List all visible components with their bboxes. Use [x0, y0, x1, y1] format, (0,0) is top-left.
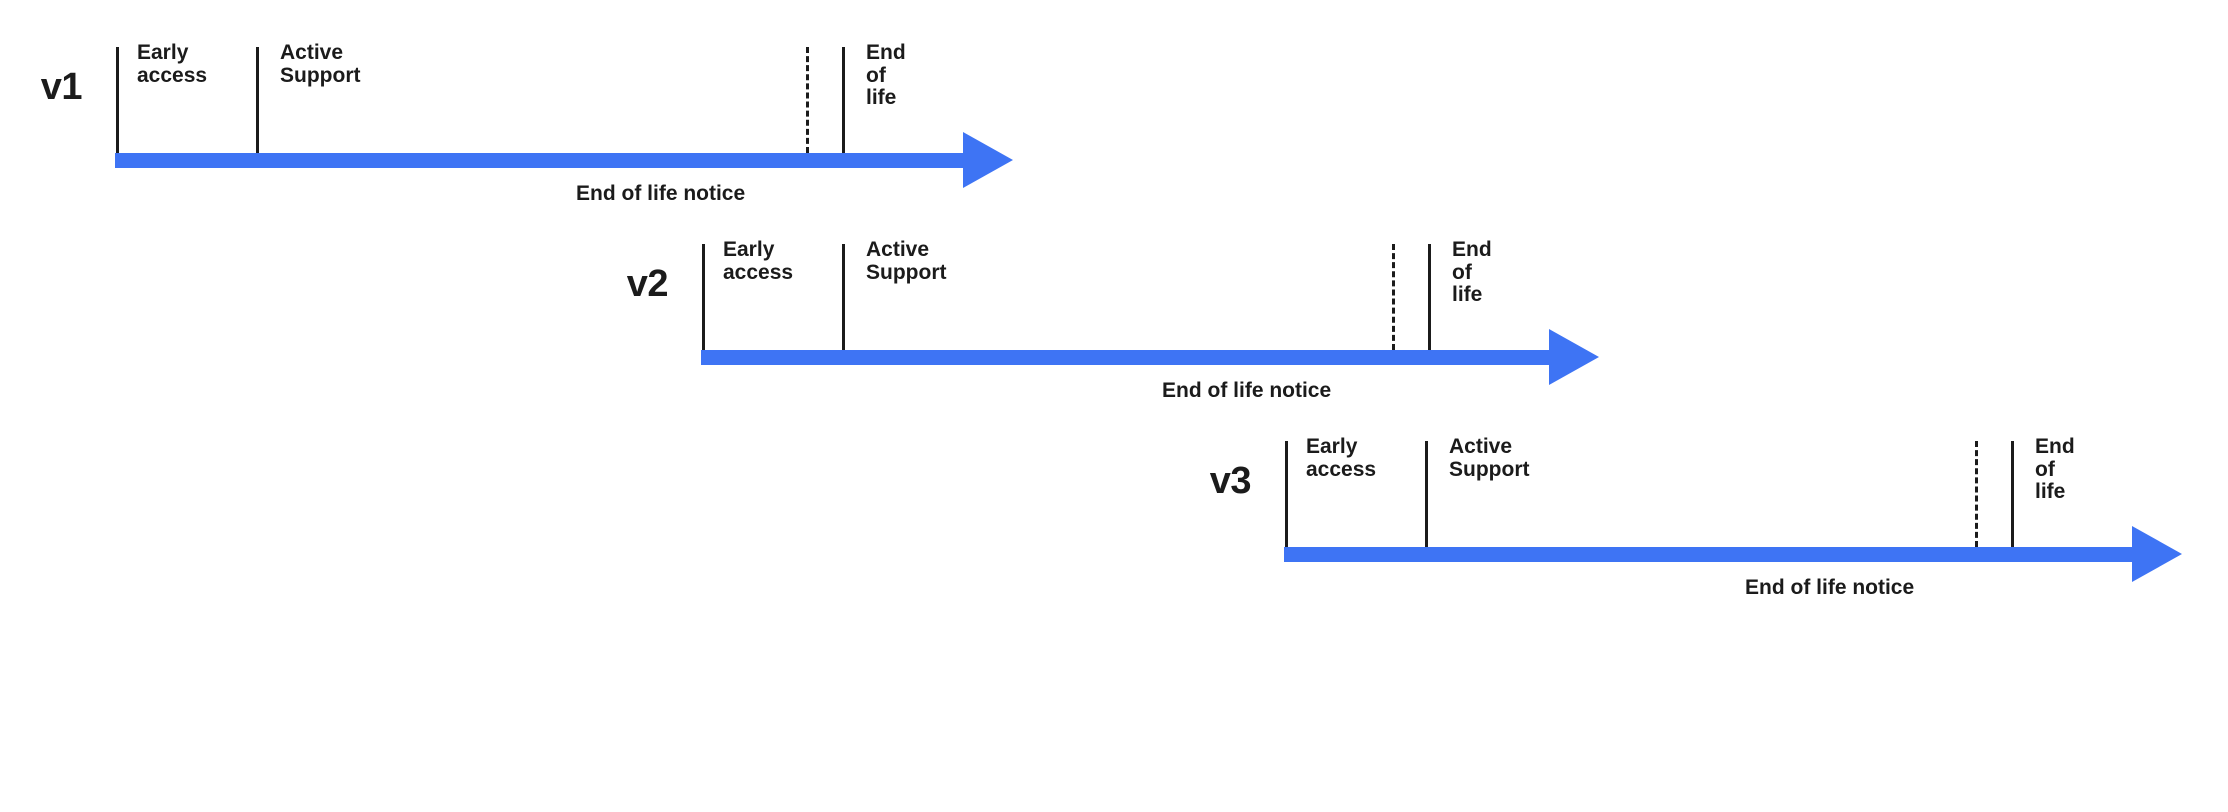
- phase-label-early-access-v3: Early access: [1306, 435, 1377, 481]
- timeline-arrow-head-v1: [963, 132, 1013, 188]
- phase-label-end-of-life-v1: End of life: [866, 41, 906, 110]
- tick-end-of-life-notice-v3: [1975, 441, 1978, 547]
- tick-end-of-life-notice-v1: [806, 47, 809, 153]
- phase-label-end-of-life-v3: End of life: [2035, 435, 2075, 504]
- timeline-arrow-head-v2: [1549, 329, 1599, 385]
- phase-label-active-support-v3: Active Support: [1449, 435, 1530, 481]
- tick-early-access-start-v1: [116, 47, 119, 153]
- tick-active-support-start-v1: [256, 47, 259, 153]
- version-label-v3: v3: [1209, 460, 1252, 502]
- tick-end-of-life-start-v1: [842, 47, 845, 153]
- phase-label-active-support-v1: Active Support: [280, 41, 361, 87]
- version-label-v1: v1: [40, 66, 83, 108]
- phase-label-early-access-v2: Early access: [723, 238, 794, 284]
- tick-active-support-start-v3: [1425, 441, 1428, 547]
- timeline-bar-v3: [1284, 547, 2154, 562]
- phase-label-early-access-v1: Early access: [137, 41, 208, 87]
- tick-end-of-life-notice-v2: [1392, 244, 1395, 350]
- notice-label-v3: End of life notice: [1745, 576, 1915, 599]
- notice-label-v2: End of life notice: [1162, 379, 1332, 402]
- timeline-bar-v2: [701, 350, 1571, 365]
- phase-label-active-support-v2: Active Support: [866, 238, 947, 284]
- phase-label-end-of-life-v2: End of life: [1452, 238, 1492, 307]
- timeline-arrow-head-v3: [2132, 526, 2182, 582]
- timeline-bar-v1: [115, 153, 985, 168]
- version-label-v2: v2: [626, 263, 669, 305]
- tick-early-access-start-v2: [702, 244, 705, 350]
- tick-active-support-start-v2: [842, 244, 845, 350]
- tick-end-of-life-start-v3: [2011, 441, 2014, 547]
- notice-label-v1: End of life notice: [576, 182, 746, 205]
- tick-early-access-start-v3: [1285, 441, 1288, 547]
- tick-end-of-life-start-v2: [1428, 244, 1431, 350]
